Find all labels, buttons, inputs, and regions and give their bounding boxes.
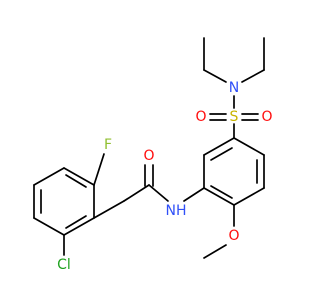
sulfonyl-sulfur-atom: S bbox=[230, 109, 239, 125]
bond-carbon-fluorine bbox=[93, 153, 105, 186]
bond bbox=[33, 167, 65, 186]
fluorine-atom: F bbox=[104, 137, 112, 153]
bond bbox=[63, 167, 95, 186]
bond bbox=[63, 217, 95, 236]
chlorine-atom: Cl bbox=[57, 257, 71, 273]
bond-nitrogen-ethyl-right bbox=[241, 69, 265, 83]
sulfonyl-right-oxygen-atom: O bbox=[261, 109, 272, 125]
bond bbox=[203, 137, 235, 156]
chlorofluorophenyl-ring bbox=[33, 167, 95, 236]
bond-ring-methylene bbox=[93, 200, 125, 219]
bond bbox=[203, 187, 235, 206]
aromatic-inner-bond bbox=[210, 185, 233, 199]
sulfonyl-left-oxygen-atom: O bbox=[195, 109, 206, 125]
bond-nitrogen-ethyl-left bbox=[203, 69, 227, 83]
methoxyphenyl-ring bbox=[203, 137, 265, 206]
bond-methoxy-methyl bbox=[203, 244, 227, 259]
bond bbox=[233, 137, 265, 156]
aromatic-inner-bond bbox=[65, 215, 87, 229]
aromatic-inner-bond bbox=[65, 174, 87, 188]
amine-nitrogen-atom: N bbox=[229, 80, 239, 96]
chemical-structure: F Cl O NH S O O N O bbox=[33, 37, 273, 273]
bond-carbonyl-nitrogen bbox=[148, 184, 169, 202]
bond-nitrogen-aryl bbox=[183, 187, 205, 202]
methoxy-oxygen-atom: O bbox=[228, 228, 239, 244]
amide-nitrogen-atom: NH bbox=[166, 203, 187, 219]
bond bbox=[33, 217, 65, 236]
bond bbox=[233, 187, 265, 206]
carbonyl-oxygen-atom: O bbox=[143, 148, 154, 164]
aromatic-inner-bond bbox=[210, 147, 233, 161]
bond-methylene-carbonyl bbox=[123, 184, 150, 202]
